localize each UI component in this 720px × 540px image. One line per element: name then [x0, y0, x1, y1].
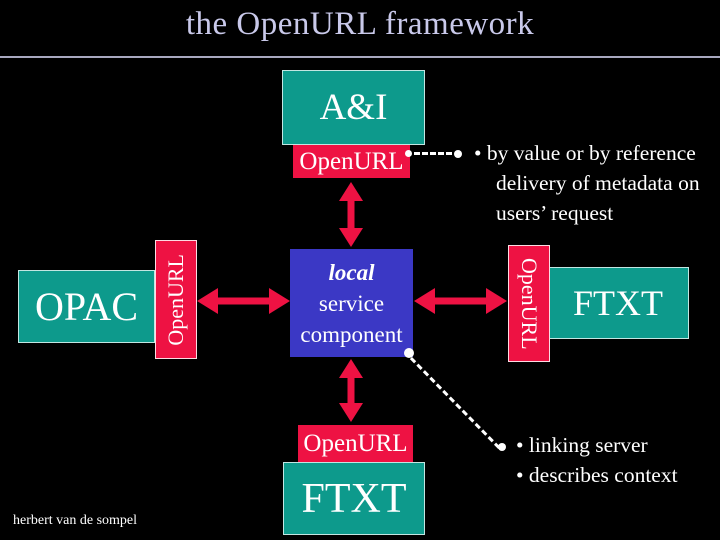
connector-dot-start — [405, 150, 412, 157]
arrowhead-left-icon — [197, 288, 218, 314]
ftxt-right-label: FTXT — [573, 283, 663, 323]
ftxt-right-box: FTXT — [547, 267, 689, 339]
local-label-line3: component — [300, 321, 403, 347]
metadata-note-line2: delivery of metadata on — [496, 171, 700, 195]
connector-dot-corner — [404, 348, 414, 358]
arrowhead-left-icon — [414, 288, 435, 314]
openurl-bottom-box: OpenURL — [298, 425, 413, 462]
metadata-note: • by value or by reference delivery of m… — [474, 138, 720, 228]
arrowhead-up-icon — [339, 182, 363, 201]
arrowhead-right-icon — [269, 288, 290, 314]
title-divider — [0, 56, 720, 58]
ai-label: A&I — [319, 87, 388, 128]
arrow-shaft — [430, 297, 491, 305]
openurl-left-label: OpenURL — [163, 253, 188, 346]
arrowhead-down-icon — [339, 228, 363, 247]
arrowhead-down-icon — [339, 403, 363, 422]
opac-box: OPAC — [18, 270, 155, 343]
openurl-right-bar: OpenURL — [508, 245, 550, 362]
metadata-note-line3: users’ request — [496, 201, 614, 225]
arrowhead-right-icon — [486, 288, 507, 314]
slide-title: the OpenURL framework — [185, 6, 535, 42]
dashed-line-horizontal — [414, 152, 452, 155]
arrow-opac-local — [197, 287, 290, 315]
arrowhead-up-icon — [339, 359, 363, 378]
linking-note-line2: • describes context — [516, 463, 678, 487]
openurl-right-label: OpenURL — [517, 257, 542, 350]
arrow-shaft — [347, 374, 355, 407]
openurl-bottom-label: OpenURL — [303, 429, 408, 457]
connector-dot-end — [454, 150, 462, 158]
openurl-top-box: OpenURL — [293, 145, 410, 178]
arrow-shaft — [213, 297, 274, 305]
openurl-left-bar: OpenURL — [155, 240, 197, 359]
arrow-local-ftxt — [414, 287, 507, 315]
ftxt-bottom-box: FTXT — [283, 462, 425, 535]
arrow-local-bottom — [337, 359, 365, 422]
opac-label: OPAC — [34, 284, 139, 329]
dashed-line-diagonal — [409, 357, 501, 449]
local-label-line2: service — [318, 290, 385, 316]
ai-box: A&I — [282, 70, 425, 145]
author-credit: herbert van de sompel — [13, 513, 138, 528]
openurl-top-label: OpenURL — [299, 147, 404, 175]
metadata-note-line1: • by value or by reference — [474, 141, 696, 165]
ftxt-bottom-label: FTXT — [301, 475, 407, 522]
local-label-line1: local — [328, 259, 375, 285]
linking-note: • linking server • describes context — [516, 430, 716, 490]
local-service-box: local service component — [290, 249, 413, 357]
connector-dot-diag-end — [498, 443, 506, 451]
arrow-shaft — [347, 197, 355, 232]
arrow-ai-local — [337, 182, 365, 247]
linking-note-line1: • linking server — [516, 433, 648, 457]
